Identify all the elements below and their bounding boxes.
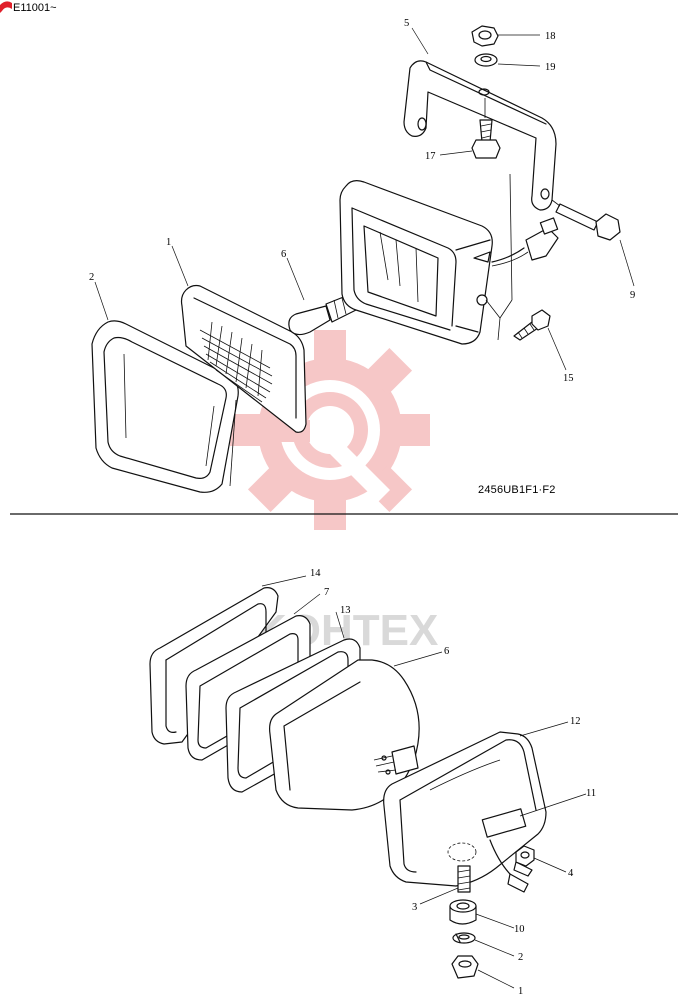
callout-17: 17 (425, 151, 436, 162)
callout-2: 2 (89, 272, 94, 283)
nut-part-1 (451, 955, 479, 979)
screw-part-15 (513, 309, 551, 341)
callout-6: 6 (281, 249, 286, 260)
callout-1b: 1 (518, 986, 523, 997)
callout-9: 9 (630, 290, 635, 301)
callout-15: 15 (563, 373, 574, 384)
callout-10: 10 (514, 924, 525, 935)
reflector-part-6 (269, 659, 420, 811)
bolt-part-17 (471, 98, 501, 159)
callout-13: 13 (340, 605, 351, 616)
lock-washer-part-2 (452, 932, 476, 944)
callout-3: 3 (412, 902, 417, 913)
bottom-callouts: 14 7 13 6 12 11 4 3 10 2 1 (261, 568, 596, 997)
callout-18: 18 (545, 31, 556, 42)
bolt-part-9 (551, 199, 621, 241)
callout-2b: 2 (518, 952, 523, 963)
top-assembly: 5 18 19 17 1 2 6 9 15 (89, 18, 635, 493)
bottom-assembly: 14 7 13 6 12 11 4 3 10 2 1 (149, 568, 596, 997)
callout-4: 4 (568, 868, 574, 879)
callout-14: 14 (310, 568, 321, 579)
spacer-part-10 (449, 899, 477, 925)
serial-range-text: E11001~ (13, 2, 57, 14)
callout-5: 5 (404, 18, 409, 29)
nut-part-18 (471, 25, 499, 47)
serial-range-label: E11001~ (0, 0, 57, 18)
lens-part-1 (180, 284, 307, 433)
washer-part-19 (474, 53, 498, 67)
callout-6b: 6 (444, 646, 449, 657)
stud-part-3 (457, 865, 471, 893)
housing-part-12 (383, 731, 547, 893)
callout-1: 1 (166, 237, 171, 248)
bracket-part-5 (403, 60, 557, 211)
callout-19: 19 (545, 62, 556, 73)
grommet-part-4 (515, 845, 535, 867)
flag-icon (0, 1, 12, 13)
callout-11: 11 (586, 788, 596, 799)
lamp-housing (339, 173, 559, 345)
top-callouts: 5 18 19 17 1 2 6 9 15 (89, 18, 635, 384)
callout-7: 7 (324, 587, 329, 598)
drawing-code: 2456UB1F1·F2 (478, 484, 556, 496)
callout-12: 12 (570, 716, 581, 727)
lens-frame-part-2 (91, 320, 239, 493)
